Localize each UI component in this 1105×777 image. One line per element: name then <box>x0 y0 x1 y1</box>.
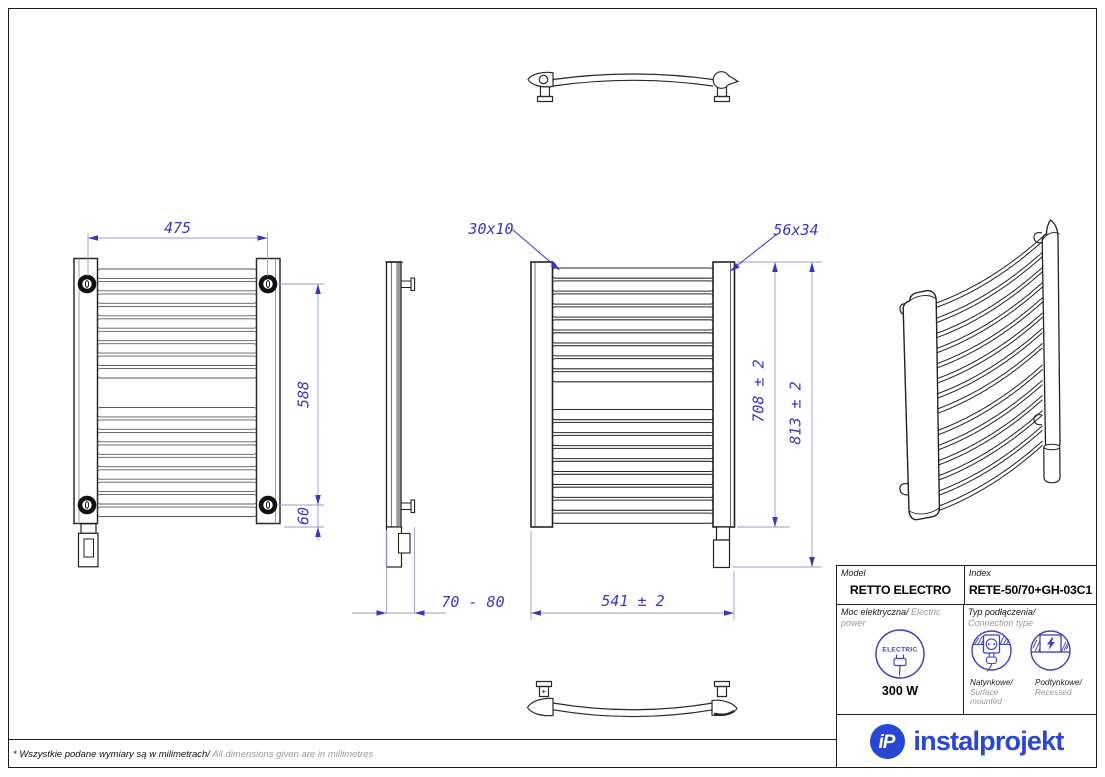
title-block: Model RETTO ELECTRO Index RETE-50/70+GH-… <box>836 565 1097 768</box>
model-label: Model <box>841 568 866 578</box>
top-view-left-foot <box>539 85 551 98</box>
wall-bracket-holes <box>77 274 278 515</box>
dim-collector-height: 708 ± 2 <box>750 359 768 422</box>
heating-element <box>77 523 99 568</box>
leader-lines <box>512 229 777 271</box>
dimension-lines <box>87 233 822 620</box>
dim-tube-profile: 30x10 <box>467 220 513 238</box>
model-value: RETTO ELECTRO <box>849 582 951 597</box>
dim-width-brackets: 475 <box>164 219 191 237</box>
bracket-hook <box>1033 232 1043 244</box>
recessed-icon <box>1030 630 1071 671</box>
logo: iP instalprojekt <box>837 715 1096 767</box>
left-collector <box>73 257 99 525</box>
power-label-en: Electric power <box>841 607 941 628</box>
dim-collector-profile: 56x34 <box>773 221 818 239</box>
perspective-view <box>899 219 1061 521</box>
top-view-rail <box>552 73 714 81</box>
connection-label-pl: Typ podłączenia/ <box>968 607 1036 617</box>
dim-height-brackets: 588 <box>295 381 313 408</box>
logo-text: instalprojekt <box>913 725 1064 756</box>
right-collector <box>712 261 736 528</box>
logo-monogram: iP <box>879 732 896 753</box>
rungs <box>936 236 1043 512</box>
lightning-bolt <box>1047 637 1055 650</box>
dimension-arrows <box>88 235 815 616</box>
heating-element-cylinder <box>1043 446 1061 484</box>
heating-element <box>385 526 411 568</box>
bottom-view <box>526 680 738 718</box>
power-label-pl: Moc elektryczna/ <box>841 607 909 617</box>
index-label: Index <box>968 568 991 578</box>
power-value: 300 W <box>881 684 919 698</box>
front-view-overall <box>530 261 736 569</box>
sheet-border <box>8 8 1097 768</box>
footnote-en: All dimensions given are in millimetres <box>209 748 374 760</box>
top-view <box>527 71 740 103</box>
right-collector-3d <box>1041 219 1061 450</box>
dim-overall-width: 541 ± 2 <box>601 592 664 610</box>
bracket-hook <box>1033 414 1043 426</box>
recessed-label: Podtynkowe/Recessed <box>1035 678 1082 697</box>
left-collector-3d <box>902 289 941 521</box>
hatch-lines <box>1032 639 1069 652</box>
index-value: RETE-50/70+GH-03C1 <box>968 582 1092 597</box>
power-label: Moc elektryczna/ Electric power <box>841 607 959 628</box>
electric-badge-icon: ELECTRIC <box>875 629 925 679</box>
rungs <box>551 267 714 524</box>
front-view-brackets <box>73 257 281 568</box>
right-collector <box>255 257 281 525</box>
footnote-pl: * Wszystkie podane wymiary są w milimetr… <box>13 748 210 760</box>
instalprojekt-logo-icon: iP <box>870 723 906 759</box>
footnote: * Wszystkie podane wymiary są w milimetr… <box>8 739 836 768</box>
dimension-labels: 475 588 60 70 - 80 541 ± 2 708 ± 2 813 ±… <box>164 219 819 611</box>
bracket-hook <box>899 482 910 496</box>
dim-wall-distance: 70 - 80 <box>441 593 504 611</box>
side-view <box>385 261 416 568</box>
wall-brackets <box>401 277 416 514</box>
heating-element <box>712 526 731 569</box>
electric-badge-text: ELECTRIC <box>882 647 917 654</box>
connection-label-en: Connection type <box>968 617 1034 628</box>
plug-glyph <box>893 654 907 676</box>
dim-bracket-offset: 60 <box>295 507 313 525</box>
rungs <box>97 268 257 517</box>
dim-overall-height: 813 ± 2 <box>787 381 805 444</box>
left-collector <box>530 261 554 528</box>
surface-mounted-icon <box>971 630 1012 672</box>
surface-mounted-label: Natynkowe/Surface mounted <box>970 678 1013 706</box>
connection-label: Typ podłączenia/Connection type <box>968 607 1092 628</box>
